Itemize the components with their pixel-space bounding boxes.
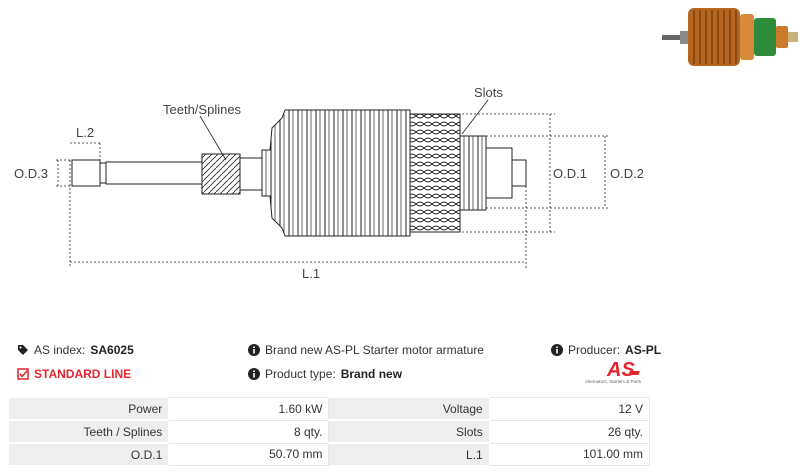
spec-value: 26 qty. <box>488 419 651 444</box>
info-icon <box>248 368 260 380</box>
product-photo <box>662 8 798 66</box>
standard-line-label: STANDARD LINE <box>34 367 132 381</box>
commutator <box>459 135 527 211</box>
spec-value: 12 V <box>488 396 651 421</box>
spec-key: Teeth / Splines <box>7 419 170 444</box>
armature-drawing: Teeth/Splines Slots L.2 O.D.3 O.D.1 O.D.… <box>14 8 798 281</box>
producer-value: AS-PL <box>625 343 662 357</box>
tag-icon <box>18 345 28 355</box>
product-type-label: Product type: <box>265 367 336 381</box>
info-icon <box>248 344 260 356</box>
producer-label: Producer: <box>568 343 621 357</box>
spec-key: L.1 <box>328 442 490 466</box>
spec-value: 1.60 kW <box>168 396 330 421</box>
spec-key: Voltage <box>328 396 490 421</box>
description-text: Brand new AS-PL Starter motor armature <box>265 343 484 357</box>
logo-tagline: Alternators, Starters & Parts <box>585 379 642 384</box>
standard-line: STANDARD LINE <box>17 367 131 381</box>
product-type: Product type: Brand new <box>248 367 402 381</box>
dimension-lines <box>56 113 610 268</box>
description: Brand new AS-PL Starter motor armature <box>248 343 484 357</box>
checkbox-checked-icon <box>17 368 29 380</box>
spline-section <box>201 153 263 195</box>
svg-text:AS: AS <box>606 359 635 379</box>
spec-value: 101.00 mm <box>488 442 651 466</box>
product-type-value: Brand new <box>340 367 403 381</box>
label-slots: Slots <box>474 85 503 100</box>
label-l2: L.2 <box>76 125 94 140</box>
armature-core <box>261 109 461 237</box>
as-index-value: SA6025 <box>90 343 134 357</box>
leader-lines <box>199 99 489 161</box>
label-od2: O.D.2 <box>610 166 644 181</box>
label-od3: O.D.3 <box>14 166 48 181</box>
spec-key: Slots <box>328 419 490 444</box>
spec-value: 50.70 mm <box>168 442 330 466</box>
as-index: AS index: SA6025 <box>17 343 134 357</box>
label-l1: L.1 <box>302 266 320 281</box>
producer: Producer: AS-PL <box>551 343 661 357</box>
label-od1: O.D.1 <box>553 166 587 181</box>
spec-key: Power <box>7 396 170 421</box>
as-logo-mark: AS <box>606 359 640 381</box>
info-icon <box>551 344 563 356</box>
spec-value: 8 qty. <box>168 419 330 444</box>
shaft-end <box>71 159 203 187</box>
spec-key: O.D.1 <box>7 442 170 466</box>
as-logo: AS Alternators, Starters & Parts <box>585 357 651 389</box>
as-index-label: AS index: <box>34 343 86 357</box>
label-teeth-splines: Teeth/Splines <box>163 102 242 117</box>
